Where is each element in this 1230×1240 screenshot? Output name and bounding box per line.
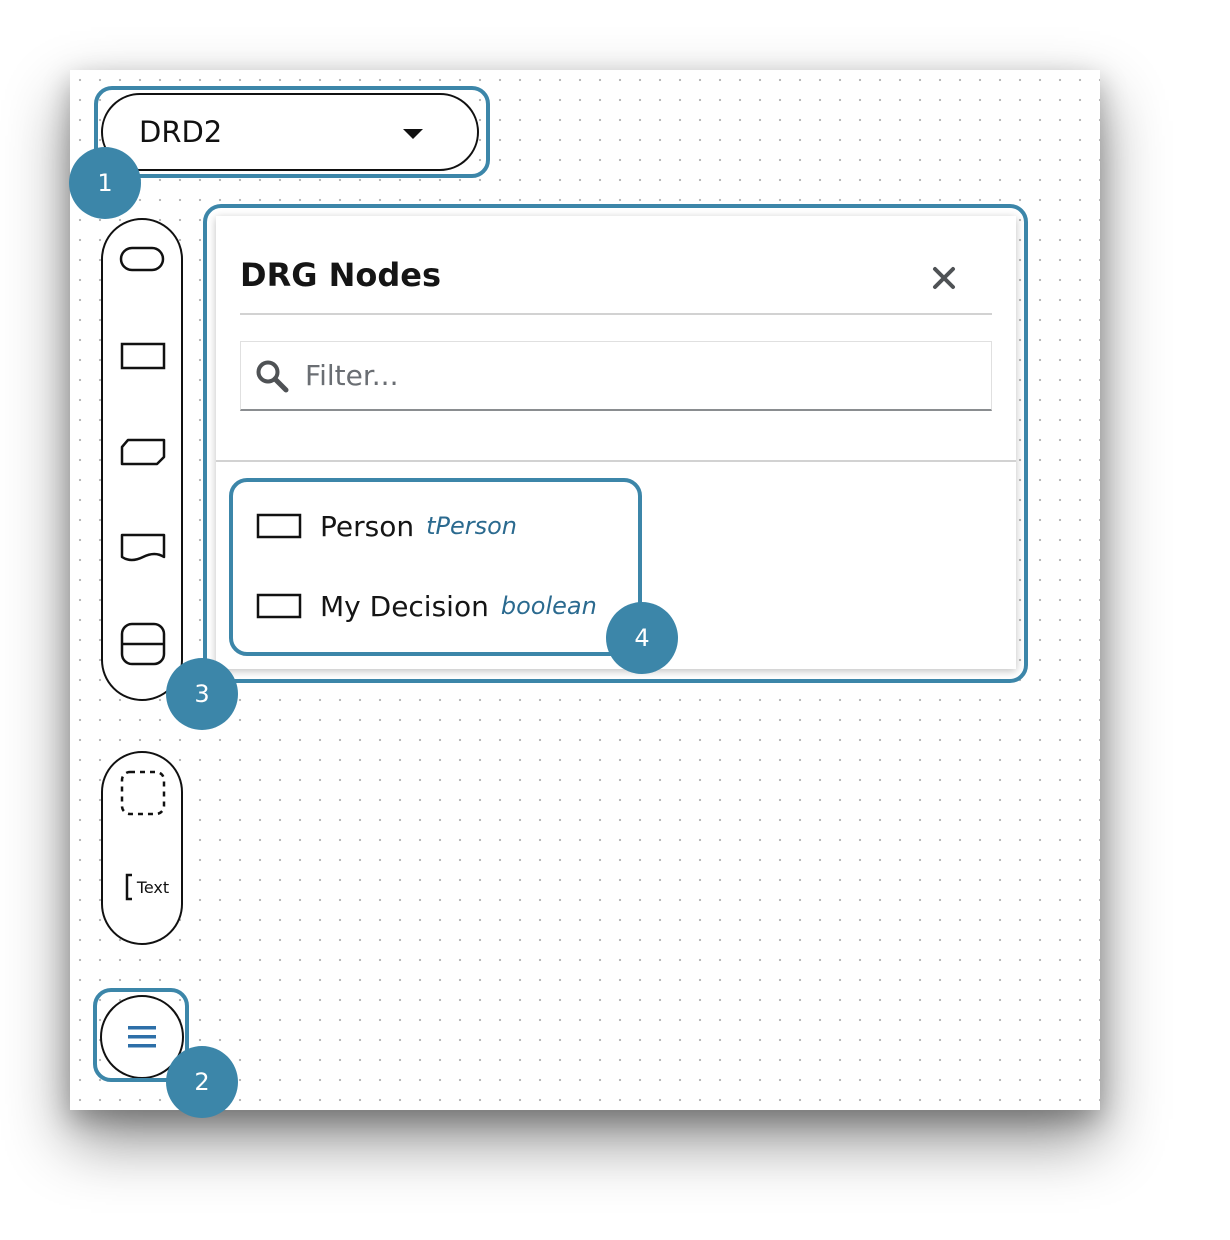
- input-data-tool[interactable]: [119, 236, 167, 284]
- filter-field: [240, 341, 992, 411]
- group-tool[interactable]: [119, 769, 167, 817]
- callout-outline-3: [203, 204, 1028, 683]
- text-annotation-label: Text: [136, 877, 170, 897]
- node-type: boolean: [500, 592, 597, 620]
- bkm-icon: [120, 438, 166, 466]
- list-item[interactable]: My Decision boolean: [256, 586, 597, 626]
- callout-badge-1: 1: [69, 147, 141, 219]
- divider: [240, 313, 992, 315]
- callout-badge-2: 2: [166, 1046, 238, 1118]
- node-name: My Decision: [320, 589, 489, 623]
- decision-tool[interactable]: [119, 332, 167, 380]
- text-annotation-tool[interactable]: Text: [117, 863, 177, 911]
- decision-icon: [120, 342, 166, 370]
- caret-down-icon: [403, 129, 423, 139]
- knowledge-source-tool[interactable]: [119, 524, 167, 572]
- node-type: tPerson: [426, 512, 518, 540]
- drd-selector[interactable]: DRD2: [101, 93, 479, 171]
- node-name: Person: [320, 509, 415, 543]
- decision-icon: [256, 513, 302, 539]
- callout-badge-4: 4: [606, 602, 678, 674]
- knowledge-source-icon: [120, 533, 166, 562]
- bkm-tool[interactable]: [119, 428, 167, 476]
- menu-icon: [128, 1026, 156, 1048]
- drg-nodes-panel: DRG Nodes Person tPerson My Decision boo…: [216, 216, 1016, 669]
- drg-element-palette: [101, 218, 183, 701]
- callout-outline-2: [93, 988, 189, 1082]
- decision-service-tool[interactable]: [119, 620, 167, 668]
- divider: [216, 460, 1016, 462]
- input-data-icon: [119, 246, 165, 272]
- close-button[interactable]: [928, 262, 960, 294]
- close-icon: [933, 267, 955, 289]
- callout-outline-4: [229, 478, 642, 656]
- search-icon: [256, 360, 289, 392]
- drd-selector-value: DRD2: [139, 115, 223, 149]
- callout-badge-3: 3: [166, 658, 238, 730]
- panel-title: DRG Nodes: [240, 256, 442, 294]
- list-item[interactable]: Person tPerson: [256, 506, 517, 546]
- text-annotation-icon: [125, 873, 132, 901]
- group-icon: [120, 770, 166, 816]
- callout-outline-1: [94, 86, 490, 178]
- filter-input[interactable]: [303, 358, 947, 393]
- annotation-palette: Text: [101, 751, 183, 945]
- decision-icon: [256, 593, 302, 619]
- decision-service-icon: [120, 622, 166, 666]
